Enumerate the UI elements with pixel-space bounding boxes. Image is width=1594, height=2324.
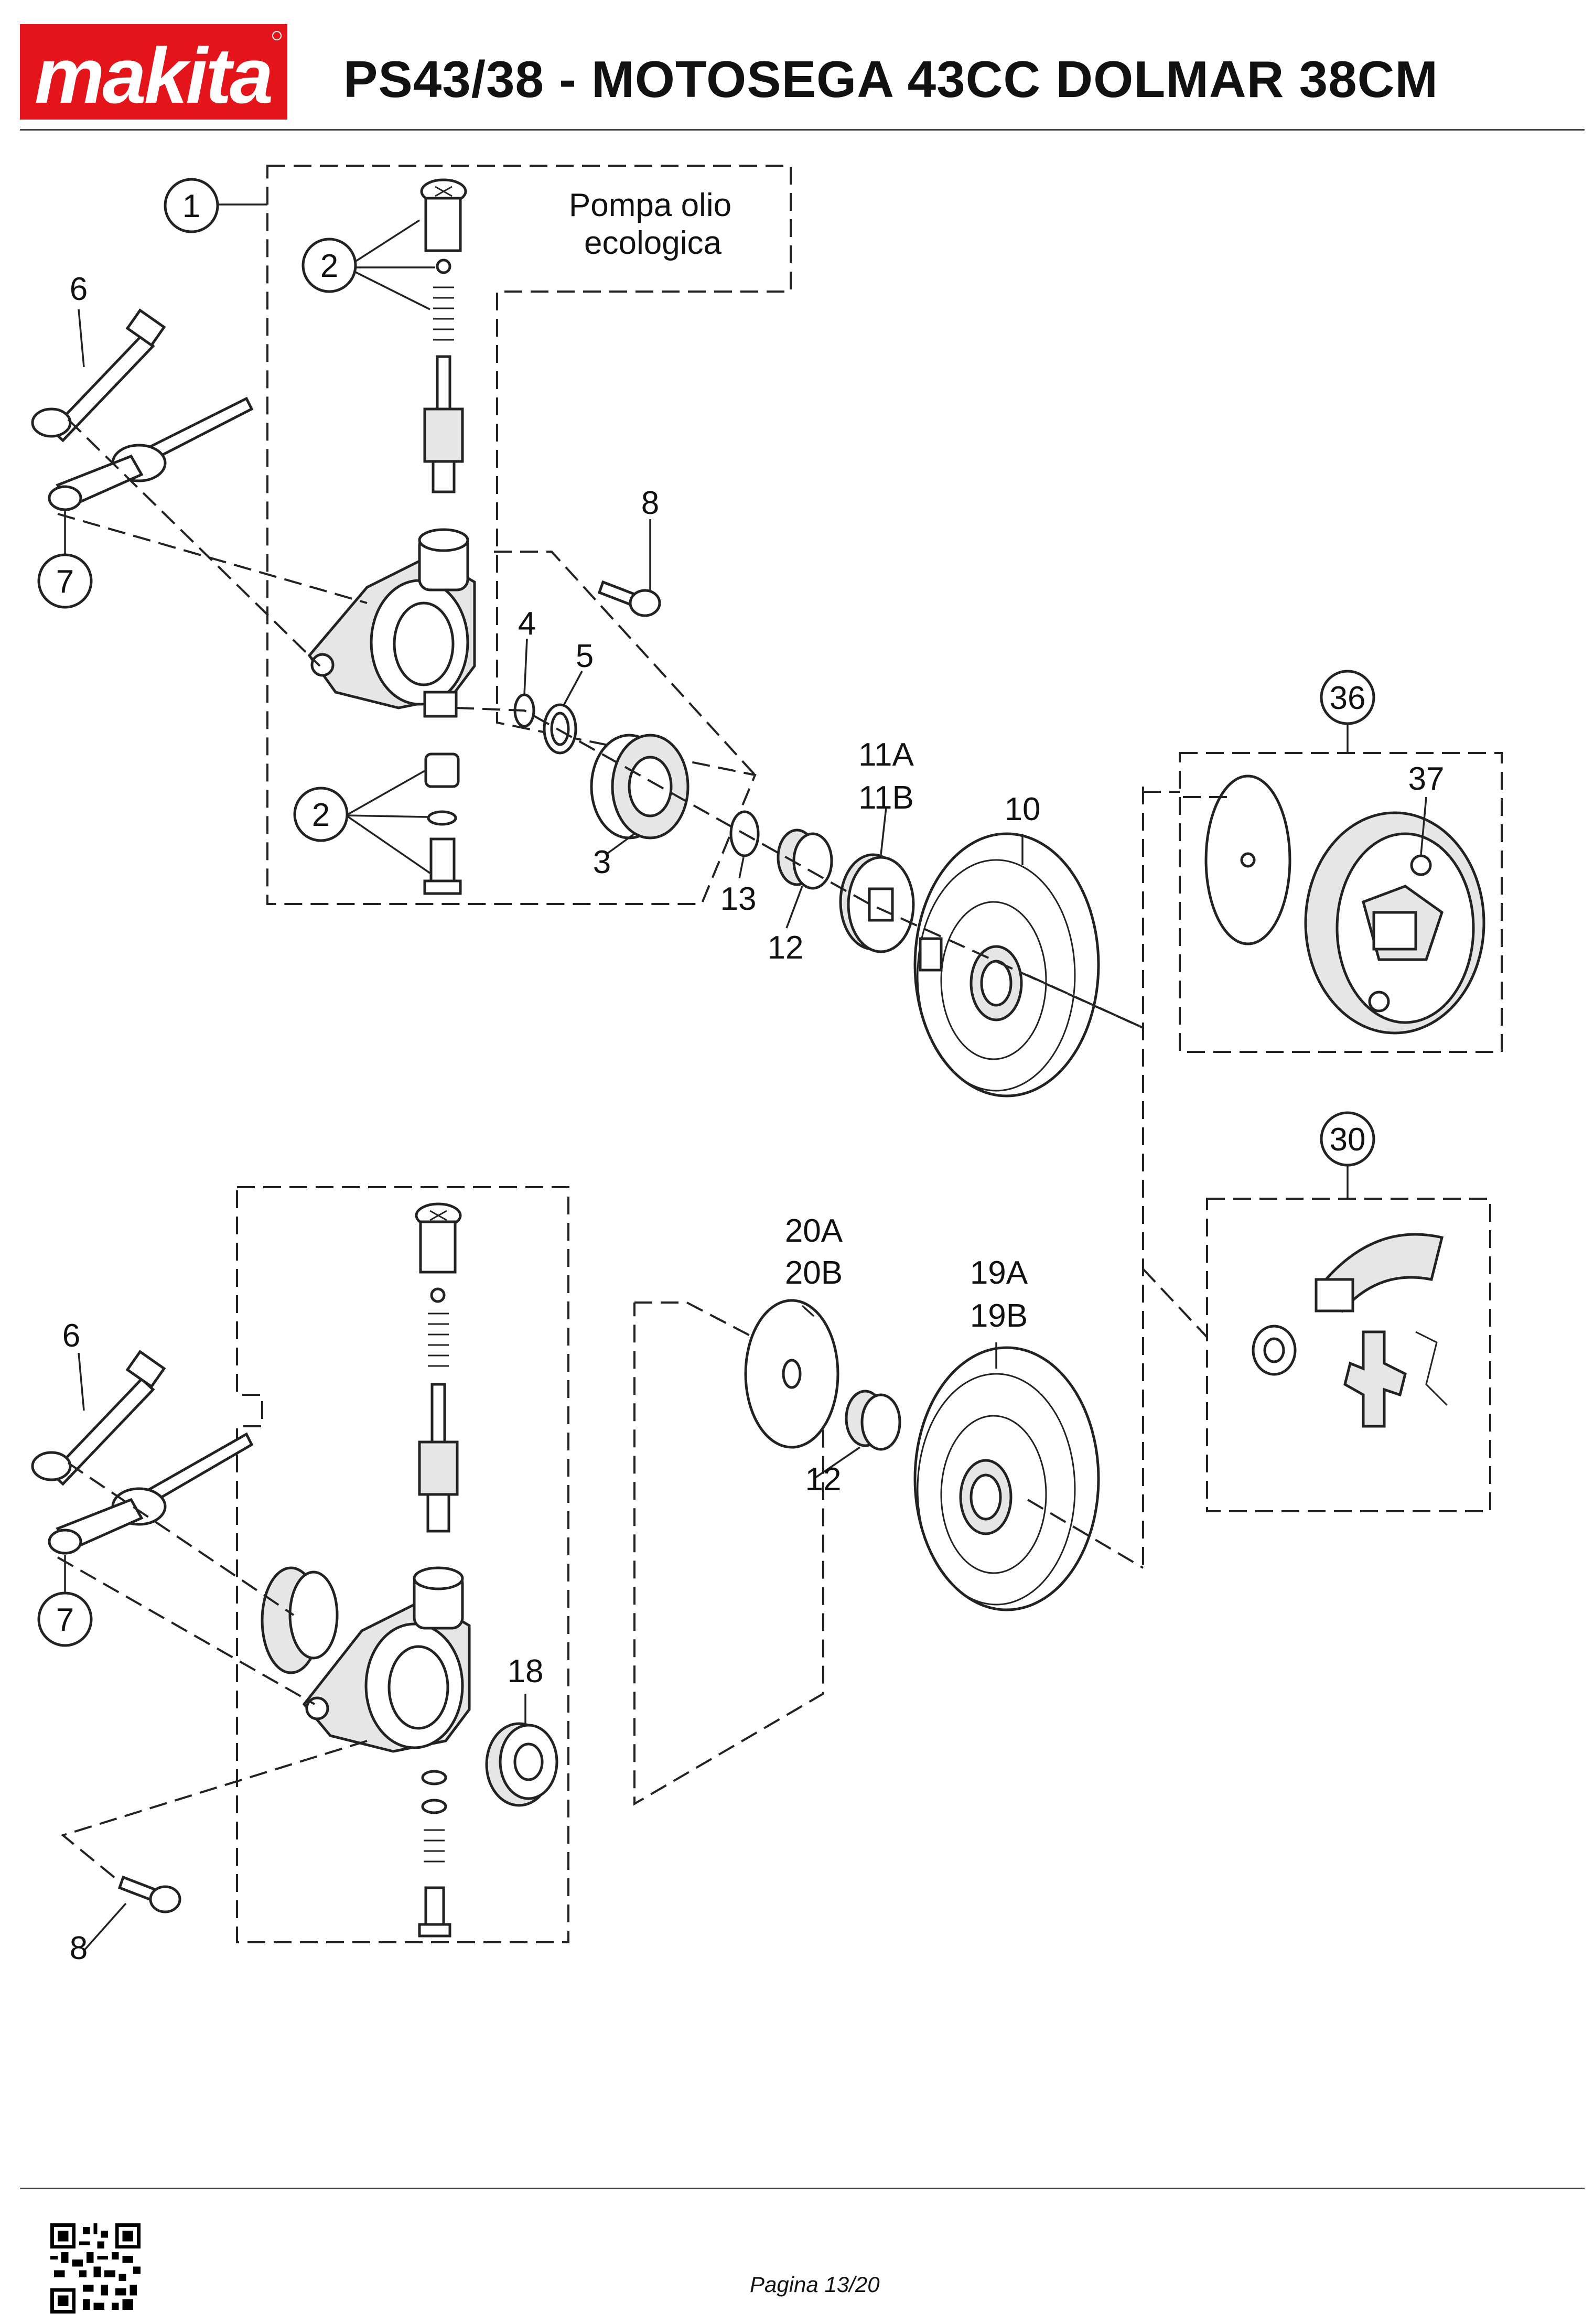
- group-note-line2: ecologica: [584, 225, 721, 261]
- callout-6-bottom: 6: [62, 1318, 80, 1354]
- header-rule: [20, 129, 1585, 131]
- qr-code: [50, 2223, 141, 2314]
- clutch-shoe-30: [1252, 1233, 1448, 1428]
- adjuster-screw-upper: [31, 308, 254, 511]
- callout-37: 37: [1408, 761, 1445, 797]
- screw-8-upper: [597, 580, 661, 617]
- callout-5: 5: [576, 638, 594, 674]
- callout-11b: 11B: [858, 780, 914, 816]
- callout-7-bottom: 7: [56, 1602, 74, 1638]
- clutch-36: [1204, 774, 1485, 1035]
- washer-20: [744, 1299, 839, 1449]
- oil-pump-housing: [307, 528, 476, 718]
- callout-19b: 19B: [970, 1298, 1028, 1334]
- worm-gear-3: [590, 734, 690, 840]
- callout-2-top: 2: [320, 248, 338, 284]
- worm-gear-lower: [261, 1566, 339, 1674]
- pump-lower-parts: [423, 752, 462, 895]
- callout-7-top: 7: [56, 564, 74, 600]
- callout-8-bottom: 8: [70, 1930, 88, 1966]
- clutch-drum-19: [913, 1346, 1100, 1611]
- callout-20b: 20B: [785, 1255, 843, 1291]
- clutch-drum-10: [913, 832, 1100, 1098]
- callout-10: 10: [1005, 791, 1041, 827]
- pump-plunger-lower: [415, 1202, 462, 1533]
- footer-rule: [20, 2188, 1585, 2189]
- callout-36: 36: [1330, 680, 1366, 716]
- callout-circles: [37, 178, 1375, 1647]
- needle-bearing-12-lower: [845, 1390, 901, 1451]
- group-outline-sprocket: [494, 551, 756, 776]
- group-note-line1: Pompa olio: [569, 187, 731, 223]
- pump-lower-parts-2: [418, 1770, 451, 1938]
- callout-6-top: 6: [70, 271, 88, 307]
- group-outline-36: [1179, 752, 1503, 1053]
- pump-plunger: [420, 178, 467, 493]
- seal-18: [485, 1722, 558, 1807]
- callout-11a: 11A: [858, 737, 914, 773]
- group-outline-1: [266, 165, 792, 905]
- callout-4: 4: [518, 606, 536, 642]
- group-outline-lower: [236, 1186, 569, 1943]
- callout-2-bottom: 2: [312, 797, 330, 833]
- callout-20a: 20A: [785, 1213, 843, 1249]
- group-outline-lower-2: [633, 1301, 824, 1806]
- callout-3: 3: [593, 844, 611, 880]
- callout-8-top: 8: [641, 485, 659, 521]
- adjuster-screw-lower: [31, 1350, 254, 1555]
- page-number: Pagina 13/20: [750, 2272, 880, 2297]
- callout-12-bottom: 12: [805, 1461, 842, 1498]
- callout-18: 18: [508, 1653, 544, 1690]
- callout-30: 30: [1330, 1122, 1366, 1158]
- svg-text:makita: makita: [35, 31, 272, 120]
- callout-13: 13: [720, 881, 757, 917]
- callout-1: 1: [182, 188, 200, 224]
- makita-logo: makita: [20, 24, 287, 120]
- callout-12-top: 12: [768, 930, 804, 966]
- group-outline-30: [1206, 1198, 1491, 1512]
- screw-8-lower: [117, 1875, 181, 1913]
- sprocket-11: [839, 853, 915, 953]
- leader-lines: [57, 203, 1427, 1952]
- needle-bearing-12-upper: [777, 829, 833, 890]
- callout-19a: 19A: [970, 1255, 1028, 1291]
- page-title: PS43/38 - MOTOSEGA 43CC DOLMAR 38CM: [343, 50, 1439, 108]
